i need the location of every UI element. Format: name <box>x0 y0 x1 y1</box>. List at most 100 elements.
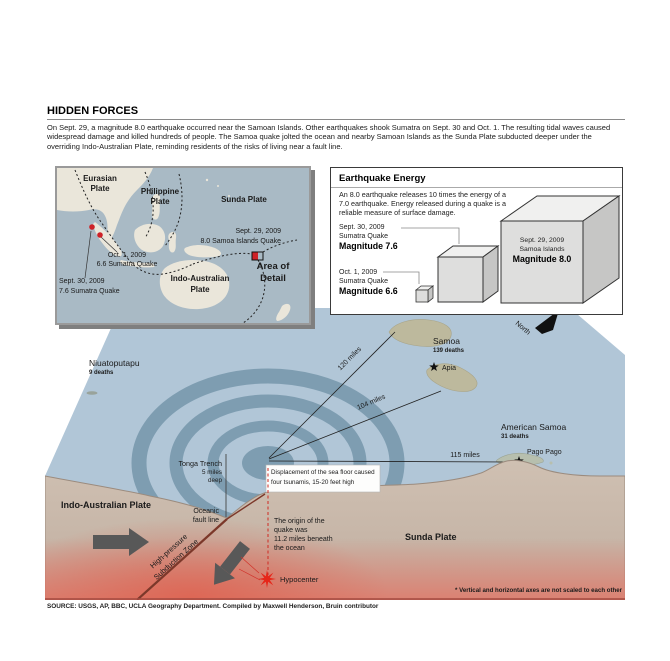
origin-text3: 11.2 miles beneath <box>274 536 333 543</box>
philippine-plate-label2: Plate <box>150 197 170 206</box>
title-rule <box>47 119 625 120</box>
indo-australian-plate-label: Indo-Australian Plate <box>61 500 151 510</box>
displacement-box <box>265 464 381 493</box>
area-of-detail-label2: Detail <box>260 273 286 284</box>
cube-magnitude-76 <box>436 245 500 303</box>
philippine-plate-label: Philippine <box>141 187 180 196</box>
oceanic-fault-label2: fault line <box>193 517 219 524</box>
indo-australian-map-label: Indo-Australian <box>171 274 230 283</box>
samoa-quake-label2: 8.0 Samoa Islands Quake <box>200 238 281 245</box>
locator-map: Eurasian Plate Philippine Plate Sunda Pl… <box>55 166 311 325</box>
leader-oct1 <box>100 236 118 253</box>
sept30-quake-label2: 7.6 Sumatra Quake <box>59 288 120 295</box>
quake-dot-icon <box>97 232 103 238</box>
quake-80-place: Samoa Islands <box>519 246 565 253</box>
map-borneo <box>134 223 166 253</box>
oct1-quake-label2: 6.6 Sumatra Quake <box>97 261 158 268</box>
map-new-zealand <box>276 303 291 321</box>
quake-80-label: Sept. 29, 2009 Samoa Islands Magnitude 8… <box>499 236 585 265</box>
quake-80-date: Sept. 29, 2009 <box>519 237 565 244</box>
map-islet <box>228 195 230 197</box>
cube-magnitude-66 <box>414 285 435 303</box>
distance-line-120 <box>268 331 396 459</box>
american-samoa-deaths: 31 deaths <box>501 434 529 440</box>
quake-dot-icon <box>89 224 95 230</box>
displacement-text: Displacement of the sea floor caused <box>271 469 375 476</box>
islet <box>549 461 553 465</box>
hypocenter-ray2 <box>238 568 261 581</box>
pago-pago-label: Pago Pago <box>527 449 562 456</box>
tonga-trench-depth: 5 miles <box>202 469 222 476</box>
tonga-trench-label: Tonga Trench <box>178 459 222 468</box>
map-islet <box>217 185 219 187</box>
oct1-quake-label: Oct. 1, 2009 <box>108 252 146 259</box>
map-islet <box>205 178 209 182</box>
earthquake-energy-panel: Earthquake Energy An 8.0 earthquake rele… <box>330 167 623 315</box>
north-arrow-icon <box>535 310 559 334</box>
plate-motion-arrow-down <box>213 541 250 585</box>
energy-panel-title: Earthquake Energy <box>339 173 426 184</box>
leader-sept30 <box>84 230 92 279</box>
quake-80-magnitude: Magnitude 8.0 <box>512 254 572 264</box>
quake-66-date: Oct. 1, 2009 <box>339 269 378 276</box>
map-new-guinea <box>184 245 222 258</box>
quake-66-place: Sumatra Quake <box>339 278 389 285</box>
map-asia <box>57 168 153 241</box>
eurasian-plate-label: Eurasian <box>83 174 117 183</box>
area-of-detail-marker <box>252 252 258 260</box>
island-niuatoputapu <box>86 391 98 395</box>
distance-line-115 <box>268 460 518 463</box>
american-samoa-label: American Samoa <box>501 422 566 432</box>
island-upolu <box>426 363 478 392</box>
quake-76-label: Sept. 30, 2009 Sumatra Quake Magnitude 7… <box>339 223 398 252</box>
quake-76-date: Sept. 30, 2009 <box>339 224 385 231</box>
leader-66 <box>383 271 420 284</box>
quake-66-label: Oct. 1, 2009 Sumatra Quake Magnitude 6.6 <box>339 268 398 297</box>
samoa-deaths: 139 deaths <box>433 348 465 354</box>
hypocenter-ray <box>240 556 260 574</box>
sunda-plate-map-label: Sunda Plate <box>221 195 267 204</box>
samoa-quake-label: Sept. 29, 2009 <box>235 228 281 235</box>
quake-76-magnitude: Magnitude 7.6 <box>339 241 398 251</box>
indo-australian-map-label2: Plate <box>190 285 210 294</box>
island-savaii <box>388 319 452 347</box>
sunda-plate-label: Sunda Plate <box>405 532 457 542</box>
scale-footnote: * Vertical and horizontal axes are not s… <box>455 587 623 594</box>
distance-line-104 <box>268 390 442 460</box>
source-line: SOURCE: USGS, AP, BBC, UCLA Geography De… <box>47 603 379 610</box>
eurasian-plate-label2: Plate <box>90 184 110 193</box>
sept30-quake-label: Sept. 30, 2009 <box>59 278 105 285</box>
quake-66-magnitude: Magnitude 6.6 <box>339 286 398 296</box>
main-diagram: 120 miles 104 miles 115 miles Niuatoputa… <box>45 308 625 600</box>
page-title: HIDDEN FORCES <box>47 105 139 117</box>
origin-text2: quake was <box>274 527 308 534</box>
leader-76 <box>401 227 460 244</box>
boundary-pacific <box>192 252 256 265</box>
origin-text: The origin of the <box>274 518 325 525</box>
apia-star-icon <box>429 362 439 372</box>
plate-boundaries <box>74 169 298 324</box>
apia-label: Apia <box>442 365 456 372</box>
hypocenter-label: Hypocenter <box>280 575 319 584</box>
oceanic-fault-label: Oceanic <box>193 508 219 515</box>
oceanic-fault-line <box>226 493 266 520</box>
map-sulawesi <box>168 231 177 253</box>
boundary-philippine-east <box>164 173 183 247</box>
map-australia <box>159 260 230 310</box>
samoa-label: Samoa <box>433 336 460 346</box>
subduction-fault-line <box>136 518 228 600</box>
map-java <box>120 260 155 268</box>
tonga-trench-depth2: deep <box>208 477 223 484</box>
map-landmasses <box>57 168 291 321</box>
intro-paragraph: On Sept. 29, a magnitude 8.0 earthquake … <box>47 123 611 151</box>
energy-panel-body: An 8.0 earthquake releases 10 times the … <box>339 190 507 217</box>
boundary-philippine-west <box>144 171 154 239</box>
boundary-northeast <box>262 239 298 253</box>
map-sumatra <box>93 222 122 257</box>
ripple-ring <box>131 368 405 528</box>
origin-text4: the ocean <box>274 545 305 552</box>
area-of-detail-label: Area of <box>257 261 291 272</box>
quake-76-place: Sumatra Quake <box>339 233 389 240</box>
area-of-detail-frame <box>251 251 264 261</box>
